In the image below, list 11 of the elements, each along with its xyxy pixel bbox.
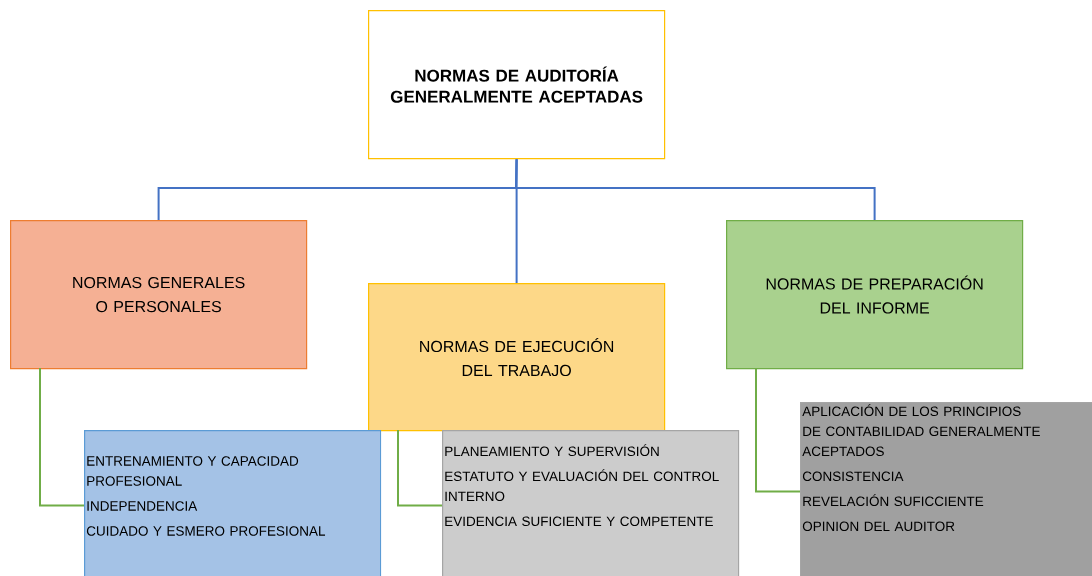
category-box: NORMAS DE PREPARACIÓN DEL INFORME	[726, 220, 1024, 370]
list-box: ENTRENAMIENTO Y CAPACIDAD PROFESIONAL INDEPENDENCIA CUIDADO Y ESMERO PROFESIONAL	[84, 430, 382, 576]
list-box: APLICACIÓN DE LOS PRINCIPIOS DE CONTABILIDAD GENERALMENTE ACEPTADOS CONSISTENCIA REVELACIÓN SUFICCIENTE OPINION DEL AUDITOR	[800, 402, 1092, 576]
list-box: PLANEAMIENTO Y SUPERVISIÓN ESTATUTO Y EVALUACIÓN DEL CONTROL INTERNO EVIDENCIA SUFICIENTE Y COMPETENTE	[442, 430, 740, 576]
connector-line	[515, 158, 876, 221]
connector-line	[397, 429, 443, 507]
category-box: NORMAS DE EJECUCIÓN DEL TRABAJO	[368, 283, 666, 432]
title-box: NORMAS DE AUDITORÍA GENERALMENTE ACEPTADAS	[368, 10, 666, 160]
connector-line	[39, 367, 85, 507]
category-box: NORMAS GENERALES O PERSONALES	[10, 220, 308, 370]
connector-line	[755, 367, 801, 493]
